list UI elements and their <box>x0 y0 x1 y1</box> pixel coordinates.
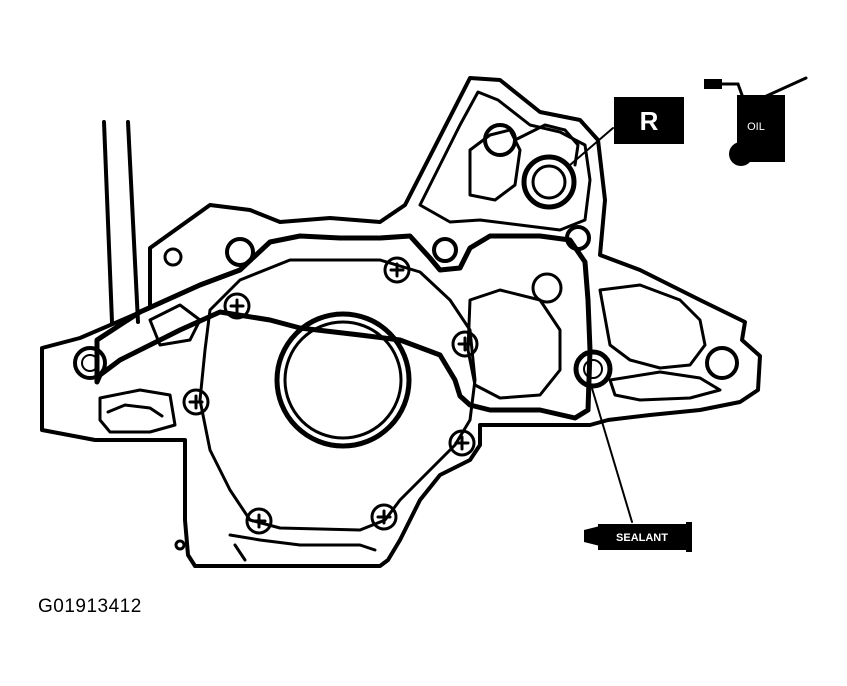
casting-right-detail <box>466 272 722 402</box>
casting-left-detail <box>98 303 377 562</box>
bolt-hole <box>225 237 255 267</box>
sealant-tube-label: SEALANT <box>616 532 668 544</box>
bolt-hole <box>573 349 613 389</box>
replace-badge-label: R <box>640 106 659 136</box>
bolt-holes <box>73 123 739 389</box>
screw <box>245 507 273 535</box>
rotor-bore <box>274 311 412 449</box>
upper-oil-seal <box>521 154 577 210</box>
bolt-hole <box>565 225 591 251</box>
oil-pump-housing <box>40 76 762 568</box>
figure-id: G01913412 <box>38 596 142 617</box>
oil-can-icon: OIL <box>704 76 808 166</box>
pump-cover-outline <box>198 258 477 532</box>
sealant-leader-line <box>590 384 633 523</box>
screw <box>448 429 476 457</box>
screw <box>182 388 210 416</box>
casting-upper-detail <box>418 90 592 232</box>
screw <box>451 330 479 358</box>
screw <box>223 292 251 320</box>
bolt-hole <box>432 237 458 263</box>
bolt-hole <box>705 346 739 380</box>
bolt-hole <box>163 247 183 267</box>
bolt-hole <box>483 123 517 157</box>
cover-screws <box>182 256 479 535</box>
screw <box>383 256 411 284</box>
bolt-hole <box>73 346 107 380</box>
sealant-tube-icon: SEALANT <box>584 522 692 552</box>
oil-can-label: OIL <box>747 121 765 133</box>
screw <box>370 503 398 531</box>
replace-leader-line <box>569 127 614 166</box>
replace-badge: R <box>614 97 684 144</box>
timing-belt-lines <box>102 120 140 324</box>
